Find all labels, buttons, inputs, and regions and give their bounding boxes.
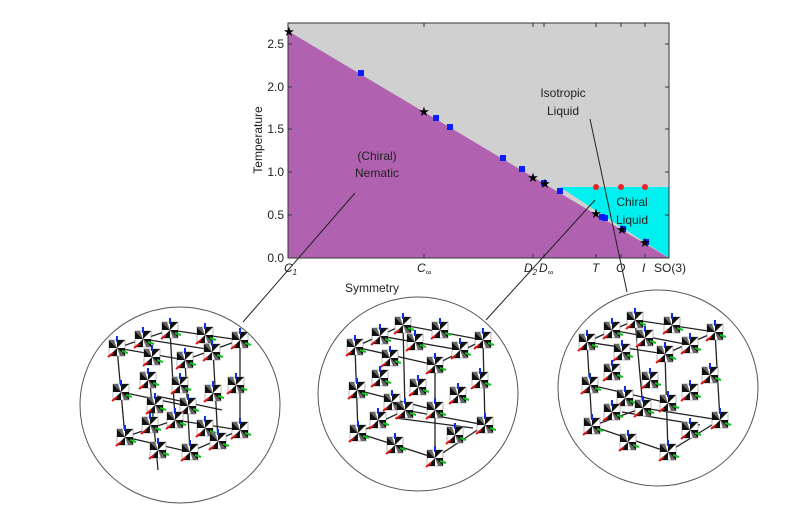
svg-text:★: ★ <box>616 223 628 238</box>
svg-text:★: ★ <box>527 171 539 186</box>
y-tick-label: 0.5 <box>267 208 284 222</box>
nematic-label-line2: Nematic <box>355 166 399 180</box>
svg-text:★: ★ <box>283 25 295 40</box>
x-tick-label-o: O <box>616 261 625 275</box>
isotropic-label-line1: Isotropic <box>540 86 585 100</box>
x-tick-label-cinf: C∞ <box>417 261 432 277</box>
nematic-label-line1: (Chiral) <box>357 149 396 163</box>
plot-frame <box>287 22 670 259</box>
inset-nematic-lattice <box>79 306 281 504</box>
x-tick-label-so3: SO(3) <box>654 261 686 275</box>
inset-isotropic-liquid-lattice <box>557 289 759 487</box>
chiral-liquid-region <box>560 187 669 258</box>
y-axis <box>288 43 669 259</box>
y-axis-title: Temperature <box>251 106 265 174</box>
svg-text:★: ★ <box>639 236 651 251</box>
x-tick-label-c1: C1 <box>284 261 297 277</box>
svg-text:★: ★ <box>539 177 551 192</box>
y-tick-labels: 0.0 0.5 1.0 1.5 2.0 2.5 <box>267 37 284 265</box>
blue-square-markers <box>358 70 649 245</box>
svg-text:★: ★ <box>418 105 430 120</box>
x-tick-label-t: T <box>592 261 601 275</box>
x-tick-label-dinf: D∞ <box>539 261 554 277</box>
x-tick-label-i: I <box>642 261 646 275</box>
plot-area <box>288 23 669 258</box>
x-tick-labels: C1 C∞ D2 D∞ T O I SO(3) <box>284 261 686 277</box>
star-markers: ★ ★ ★ ★ ★ ★ ★ <box>283 25 651 251</box>
nematic-region <box>288 31 669 258</box>
red-circle-markers <box>593 184 648 190</box>
callout-lines <box>242 118 628 323</box>
svg-text:★: ★ <box>590 207 602 222</box>
y-tick-label: 1.5 <box>267 122 284 136</box>
chiral-liquid-label-line1: Chiral <box>616 195 647 209</box>
isotropic-label-line2: Liquid <box>547 104 579 118</box>
chiral-liquid-label-line2: Liquid <box>616 213 648 227</box>
x-tick-label-d2: D2 <box>524 261 538 277</box>
y-tick-label: 1.0 <box>267 165 284 179</box>
y-tick-label: 0.0 <box>267 251 284 265</box>
y-tick-label: 2.5 <box>267 37 284 51</box>
inset-chiral-liquid-lattice <box>317 296 519 492</box>
x-axis <box>423 23 646 258</box>
x-axis-title: Symmetry <box>345 281 399 295</box>
y-tick-label: 2.0 <box>267 80 284 94</box>
